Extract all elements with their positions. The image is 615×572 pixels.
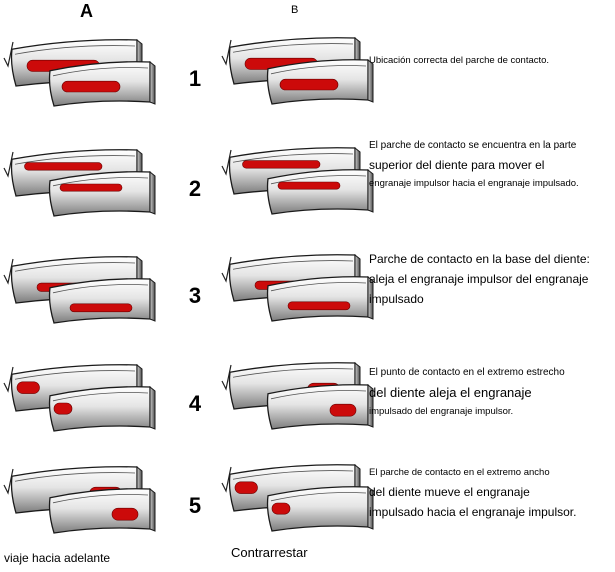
description-line: El parche de contacto se encuentra en la… [369,140,577,151]
description-line: Parche de contacto en la base del diente… [369,252,590,266]
description-line: impulsado del engranaje impulsor. [369,406,514,417]
description-line: engranaje impulsor hacia el engranaje im… [369,178,579,189]
description-line: Ubicación correcta del parche de contact… [369,55,550,66]
row-number: 5 [188,493,202,518]
tooth-pair-b-1 [221,36,374,105]
front-tooth [266,485,374,532]
description-line: superior del diente para mover el [369,158,545,172]
contact-patch [329,403,357,417]
description-line: El punto de contacto en el extremo estre… [369,367,565,378]
row-description: El parche de contacto en el extremo anch… [369,464,613,522]
contact-patch [61,80,121,93]
description-line: del diente aleja el engranaje [369,385,532,400]
tooth-pair-a-1 [3,38,156,107]
front-tooth [48,385,156,432]
column-b-label: B [291,4,299,16]
row-number: 1 [188,66,202,91]
front-tooth [48,170,156,217]
row-number: 4 [188,391,202,416]
description-line: del diente mueve el engranaje [369,484,530,499]
row-number: 2 [188,176,202,201]
front-tooth [266,383,374,430]
contact-patch [16,381,40,394]
tooth-pair-a-3 [3,255,156,324]
tooth-pair-b-5 [221,463,374,532]
tooth-pair-b-3 [221,253,374,322]
footer-forward-travel: viaje hacia adelante [4,551,111,565]
description-line: aleja el engranaje impulsor del engranaj… [369,272,589,286]
front-tooth [266,168,374,215]
footer-counteract: Contrarrestar [231,545,308,560]
row-description: El parche de contacto se encuentra en la… [369,137,613,193]
row-description: Parche de contacto en la base del diente… [369,249,613,309]
contact-patch [24,162,103,171]
description-line: impulsado hacia el engranaje impulsor. [369,504,577,519]
row-number: 3 [188,283,202,308]
front-tooth [48,60,156,107]
contact-patch [277,181,341,190]
contact-patch [279,78,339,91]
contact-patch [287,301,351,311]
front-tooth [266,275,374,322]
front-tooth [266,58,374,105]
contact-patch [271,502,291,515]
tooth-pair-a-5 [3,465,156,534]
description-line: impulsado [369,292,424,306]
contact-patch [242,160,321,169]
description-line: El parche de contacto en el extremo anch… [369,467,550,478]
row-description: El punto de contacto en el extremo estre… [369,364,613,421]
tooth-pair-b-4 [221,361,374,430]
contact-patch [59,183,123,192]
contact-patch [234,481,258,494]
front-tooth [48,487,156,534]
contact-patch [69,303,133,313]
contact-patch [53,402,73,415]
tooth-pair-b-2 [221,146,374,215]
contact-patch [111,507,139,521]
row-description: Ubicación correcta del parche de contact… [369,52,613,70]
column-a-label: A [80,1,93,21]
tooth-pair-a-4 [3,363,156,432]
tooth-pair-a-2 [3,148,156,217]
front-tooth [48,277,156,324]
